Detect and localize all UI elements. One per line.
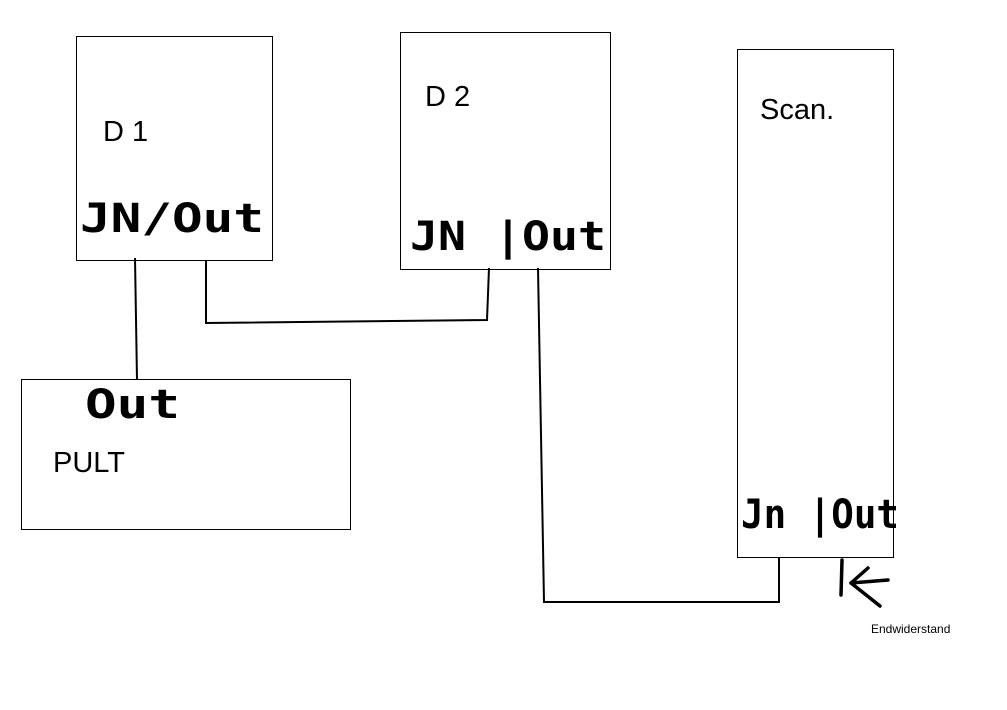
pult-name: PULT	[53, 447, 125, 479]
wire-d1-in-to-pult-out	[134, 257, 138, 381]
scanner-ports-label: Jn |Out	[741, 492, 899, 539]
d2-ports-label: JN |Out	[410, 214, 606, 261]
d1-box	[76, 36, 273, 261]
d1-name: D 1	[103, 116, 148, 148]
terminator-label: Endwiderstand	[871, 622, 950, 636]
pult-box	[21, 379, 351, 530]
terminator-arrow-icon	[839, 558, 890, 608]
scanner-box	[737, 49, 894, 558]
scanner-name: Scan.	[760, 94, 834, 126]
d2-name: D 2	[425, 81, 470, 113]
wire-d1-out-to-d2-in	[205, 260, 490, 325]
pult-ports-label: Out	[85, 382, 180, 428]
d2-box	[400, 32, 611, 270]
d1-ports-label: JN/Out	[80, 196, 264, 242]
wire-d2-out-to-scanner-in	[537, 267, 780, 603]
